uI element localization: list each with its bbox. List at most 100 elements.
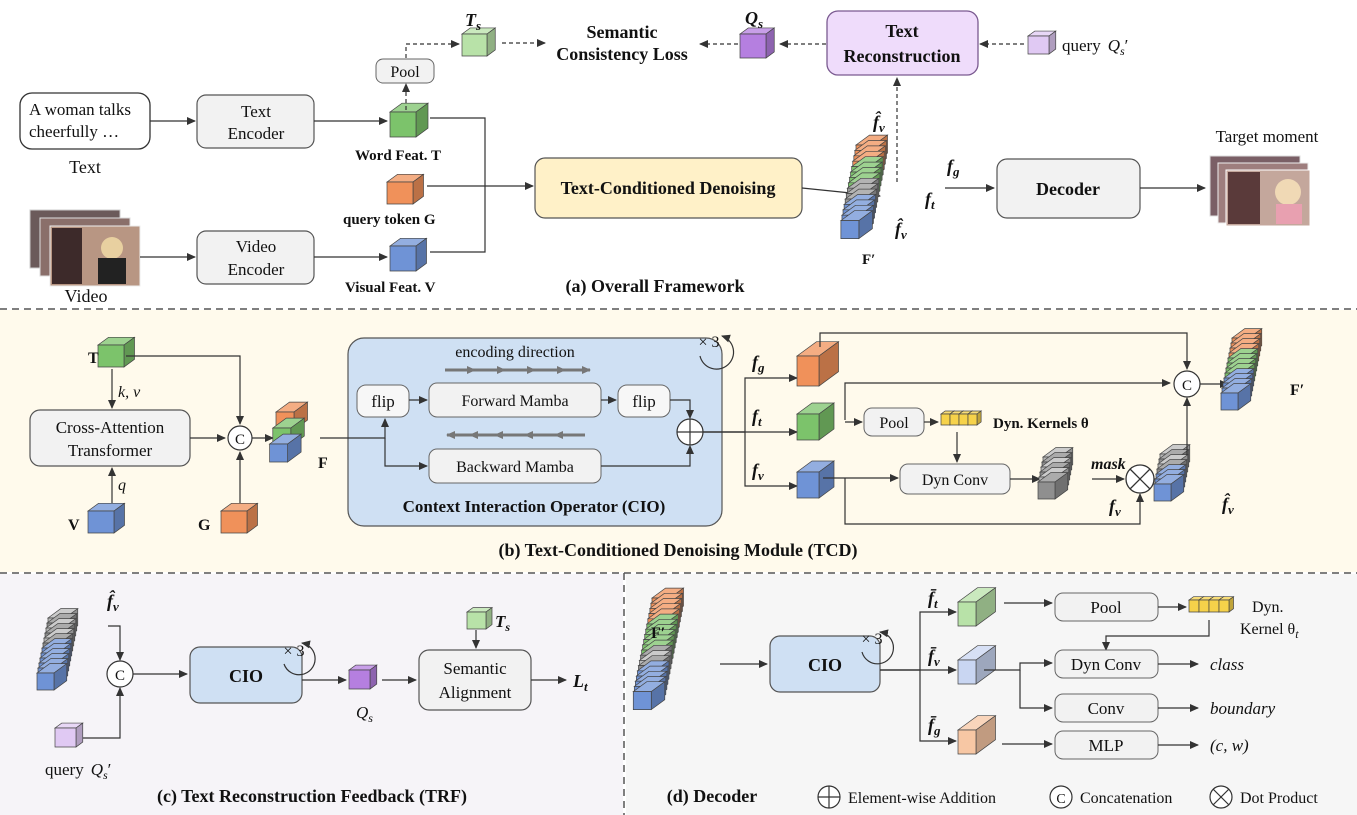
ts-label-c: Ts [495, 612, 510, 634]
word-feature-cube [388, 102, 430, 138]
pool-label-d: Pool [1090, 598, 1121, 617]
visual-feature-cube [388, 237, 428, 272]
text-reconstruction-line-2: Reconstruction [844, 46, 961, 66]
f-prime-stack-b-unit-11 [1219, 382, 1252, 411]
times3-c: × 3 [283, 643, 304, 660]
qs-cube-c-shape [347, 664, 378, 690]
conv-label-d: Conv [1088, 699, 1125, 718]
f-stack-b [268, 401, 309, 463]
decoder-label-a: Decoder [1036, 179, 1100, 199]
line-word-to-merge [430, 117, 486, 186]
visual-feature-cube-shape [388, 237, 428, 272]
semantic-loss-line-1: Semantic [587, 22, 658, 42]
encoding-direction-label: encoding direction [455, 344, 575, 361]
line-fvhat-to-concat-c [108, 625, 124, 661]
line-split-fg-d [919, 670, 957, 745]
panel-d-caption: (d) Decoder [667, 786, 757, 807]
text-encoder-label-2: Encoder [228, 124, 285, 143]
line-fv-to-conv-d [1019, 670, 1053, 712]
line-query-to-concat-c [80, 687, 124, 739]
ft-cube-d-shape [956, 587, 997, 627]
pool-box-a [375, 58, 435, 84]
fg-bar-label-d: f̄g [928, 714, 941, 738]
fv-cube-d [956, 645, 997, 685]
concat-symbol-c: C [115, 668, 125, 684]
query-token-label: query token G [343, 212, 436, 228]
flip-label-left: flip [371, 392, 395, 411]
feature-stack-a-unit-14 [839, 210, 874, 240]
v-label-b: V [68, 517, 80, 534]
semantic-alignment-line-1: Semantic [443, 659, 507, 678]
cross-attention-line-2: Transformer [68, 441, 153, 460]
fv-cube-d-shape [956, 645, 997, 685]
concat-symbol-b2: C [1182, 378, 1192, 394]
fg-cube-b-shape [795, 341, 840, 387]
line-backward-to-add [601, 445, 694, 467]
g-label-b: G [198, 517, 211, 534]
text-input-line-2: cheerfully … [29, 122, 119, 141]
qs-cube-c [347, 664, 378, 690]
flip-label-right: flip [632, 392, 656, 411]
query-cube-c [53, 722, 84, 748]
video-label: Video [65, 286, 108, 306]
v-cube-b-shape [86, 502, 126, 534]
line-split-ft-d [919, 608, 957, 670]
class-label: class [1210, 655, 1244, 674]
text-label: Text [69, 157, 101, 177]
panel-d: F′ CIO × 3 f̄t f̄v f̄g Pool Dyn. Kernel … [632, 587, 1318, 809]
qs-label-c: Qs [356, 703, 373, 725]
f-prime-label-d: F′ [651, 625, 665, 642]
f-prime-stack-d [632, 587, 685, 711]
dot-cross-2 [1129, 468, 1151, 490]
fv-bar-label-d: f̄v [928, 645, 940, 669]
dynconv-label-b: Dyn Conv [922, 472, 988, 489]
kv-label: k, v [118, 384, 141, 401]
line-visual-to-merge [430, 186, 486, 253]
pool-label-a: Pool [390, 64, 420, 81]
line-fg-to-concat [819, 332, 1191, 370]
query-token-cube [385, 173, 425, 205]
fg-cube-d [956, 715, 997, 755]
mask-stack-b-unit-5 [1036, 471, 1069, 500]
fg-label-b: fg [752, 352, 765, 375]
t-cube-b [96, 336, 136, 368]
line-t-to-concat [126, 355, 244, 425]
forward-mamba-label: Forward Mamba [461, 393, 568, 410]
visual-feat-label: Visual Feat. V [345, 280, 436, 296]
ft-bar-label-d: f̄t [928, 587, 938, 611]
dashed-pool-to-ts [405, 40, 460, 58]
text-encoder-label-1: Text [241, 102, 271, 121]
cw-label: (c, w) [1210, 736, 1249, 755]
f-prime-stack-d-unit-18 [632, 681, 666, 711]
qs-cube-a-shape [738, 27, 776, 59]
dynconv-label-d: Dyn Conv [1071, 655, 1142, 674]
panel-b: T k, v Cross-Attention Transformer q V C… [29, 327, 1304, 561]
panel-c-caption: (c) Text Reconstruction Feedback (TRF) [157, 786, 467, 807]
g-cube-b-shape [219, 502, 259, 534]
fv-cube-b-shape [795, 460, 836, 499]
dyn-kernel-stack-d-unit-3 [1217, 596, 1235, 613]
ts-cube-c [465, 606, 494, 630]
word-feature-cube-shape [388, 102, 430, 138]
dyn-kernel-stack-d [1187, 596, 1235, 613]
fv-hat-label-c: f̂v [107, 590, 119, 614]
g-cube-b [219, 502, 259, 534]
line-ft-to-concat [844, 379, 1171, 420]
panel-a-caption: (a) Overall Framework [566, 276, 745, 297]
fv-label-b2: fv [1109, 496, 1121, 519]
mask-stack-b [1036, 446, 1074, 500]
lt-label: Lt [572, 671, 588, 694]
t-cube-b-shape [96, 336, 136, 368]
f-prime-label-b: F′ [1290, 382, 1304, 399]
cio-label-c: CIO [229, 666, 263, 686]
video-encoder-label-1: Video [236, 237, 277, 256]
times3-b: × 3 [698, 334, 719, 351]
panel-a: A woman talks cheerfully … Text Text Enc… [19, 8, 1319, 306]
tcd-label: Text-Conditioned Denoising [561, 178, 776, 198]
line-split-fv [744, 432, 798, 490]
fv-hat-stack-c [35, 607, 79, 691]
fv-label-b: fv [752, 460, 764, 483]
mask-label: mask [1091, 456, 1126, 473]
ft-label-b: ft [752, 406, 762, 429]
